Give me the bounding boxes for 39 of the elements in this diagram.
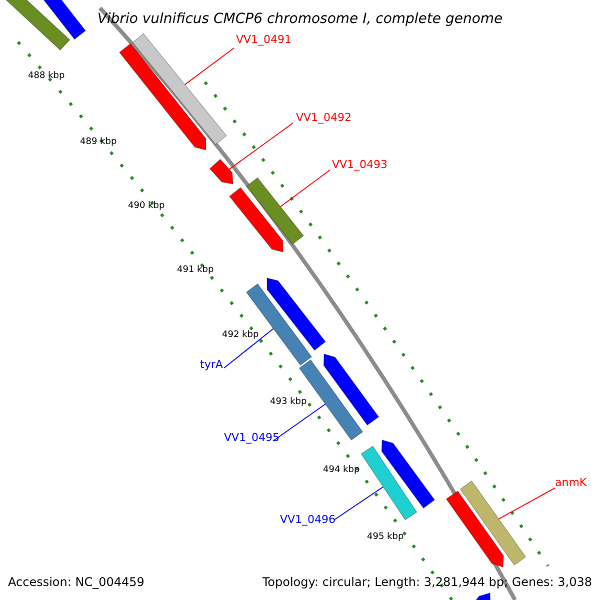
leader-line — [498, 488, 556, 520]
gene-feature — [476, 592, 491, 600]
gene-feature — [209, 158, 234, 184]
gene-feature — [446, 490, 504, 568]
gene-feature — [360, 446, 418, 520]
scale-label: 489 kbp — [80, 137, 117, 147]
gene-label: VV1_0491 — [236, 33, 292, 46]
leader-line — [334, 486, 384, 520]
gene-feature — [132, 33, 227, 145]
gene-label: VV1_0496 — [280, 513, 336, 526]
leader-line — [224, 328, 274, 368]
scale-label: 488 kbp — [28, 71, 65, 81]
leader-line — [184, 48, 234, 86]
gene-feature — [381, 439, 436, 509]
gene-feature — [323, 353, 380, 426]
accession-text: Accession: NC_004459 — [8, 575, 144, 589]
scale-label: 490 kbp — [128, 201, 165, 211]
scale-label: 493 kbp — [270, 397, 307, 407]
genome-info-text: Topology: circular; Length: 3,281,944 bp; Genes: 3,038 — [262, 575, 592, 589]
gene-feature — [266, 277, 326, 351]
gene-label: anmK — [555, 476, 587, 489]
scale-label: 492 kbp — [222, 330, 259, 340]
leader-line — [272, 404, 326, 442]
gene-feature — [460, 480, 526, 566]
title: Vibrio vulnificus CMCP6 chromosome I, complete genome — [97, 11, 503, 27]
gene-feature — [246, 177, 304, 245]
scale-label: 495 kbp — [367, 532, 404, 542]
leader-line — [280, 170, 330, 208]
gene-label: VV1_0493 — [332, 158, 388, 171]
gene-feature — [42, 0, 86, 40]
gene-label: VV1_0495 — [224, 431, 280, 444]
scale-label: 491 kbp — [177, 265, 214, 275]
gene-feature — [118, 43, 206, 151]
gene-label: tyrA — [200, 358, 223, 371]
gene-label: VV1_0492 — [296, 111, 352, 124]
leader-line — [228, 122, 294, 170]
gene-feature — [4, 0, 70, 51]
gene-feature — [228, 187, 284, 253]
scale-label: 494 kbp — [323, 465, 360, 475]
